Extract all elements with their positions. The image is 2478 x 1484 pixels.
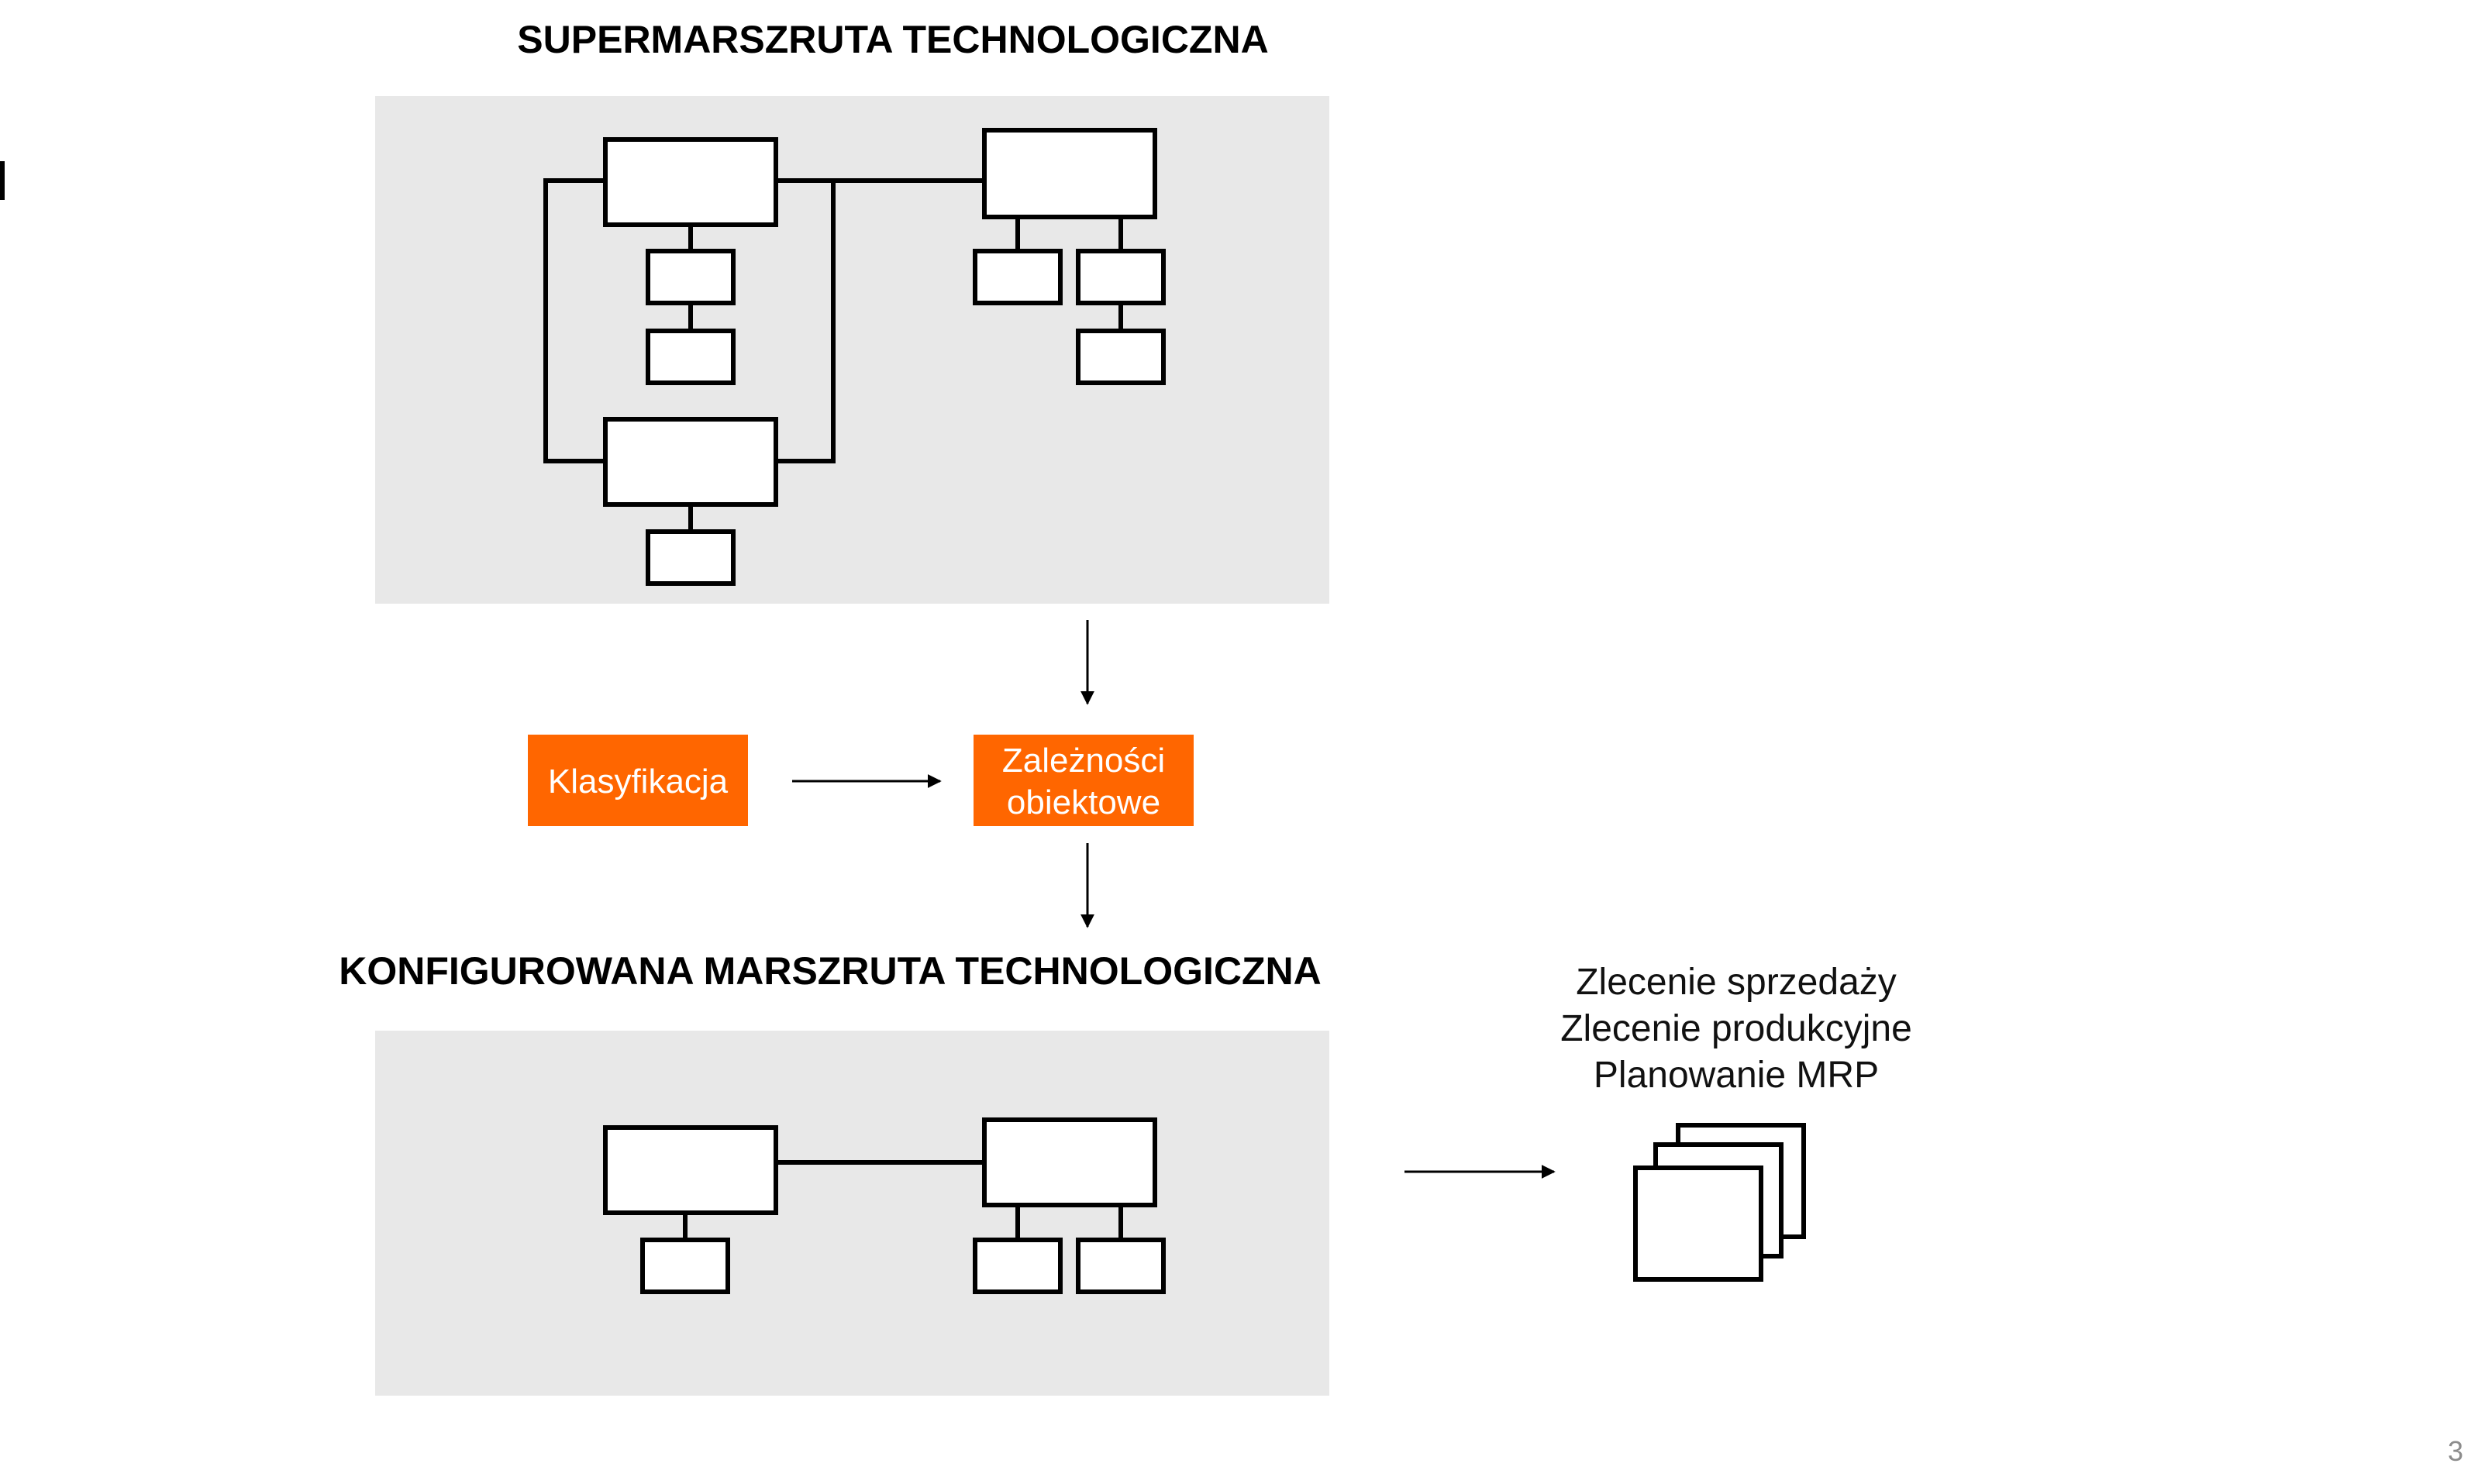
operation-box — [982, 1117, 1157, 1207]
sub-operation-box — [973, 249, 1063, 305]
sub-operation-box — [973, 1238, 1063, 1294]
usage-mrp-planning: Planowanie MRP — [1594, 1055, 1879, 1096]
sub-operation-box — [640, 1238, 730, 1294]
operation-box — [603, 417, 778, 507]
super-routing-background — [375, 96, 1329, 604]
configured-routing-title: KONFIGUROWANA MARSZRUTA TECHNOLOGICZNA — [339, 949, 1321, 993]
documents-stack-icon — [1633, 1123, 1806, 1282]
usage-list: Zlecenie sprzedaży Zlecenie produkcyjne … — [1560, 962, 1912, 1096]
object-dependencies-box: Zależności obiektowe — [974, 735, 1194, 826]
sub-operation-box — [1076, 1238, 1166, 1294]
operation-box — [603, 1125, 778, 1215]
classification-label: Klasyfikacja — [548, 763, 729, 801]
document-sheet — [1633, 1166, 1763, 1282]
operation-box — [982, 128, 1157, 219]
loop-connector-right — [776, 178, 836, 463]
usage-sales-order: Zlecenie sprzedaży — [1576, 962, 1897, 1003]
configured-routing-background — [375, 1031, 1329, 1396]
page-number: 3 — [2448, 1435, 2463, 1467]
classification-box-bg — [528, 735, 748, 826]
sub-operation-box — [646, 529, 736, 586]
sub-operation-box — [646, 329, 736, 385]
sub-operation-box — [646, 249, 736, 305]
sub-operation-box — [1076, 249, 1166, 305]
configured-routing-panel — [375, 1031, 1329, 1396]
operation-box — [603, 137, 778, 227]
classification-box: Klasyfikacja — [528, 735, 748, 826]
object-dependencies-label-line1: Zależności — [1002, 742, 1165, 780]
super-routing-panel — [375, 96, 1329, 604]
sub-operation-box — [1076, 329, 1166, 385]
object-dependencies-box-bg — [974, 735, 1194, 826]
edge-mark — [0, 161, 5, 200]
usage-production-order: Zlecenie produkcyjne — [1560, 1008, 1912, 1049]
object-dependencies-label-line2: obiektowe — [1007, 783, 1160, 821]
super-routing-title: SUPERMARSZRUTA TECHNOLOGICZNA — [517, 18, 1268, 61]
loop-connector-left — [543, 178, 605, 463]
